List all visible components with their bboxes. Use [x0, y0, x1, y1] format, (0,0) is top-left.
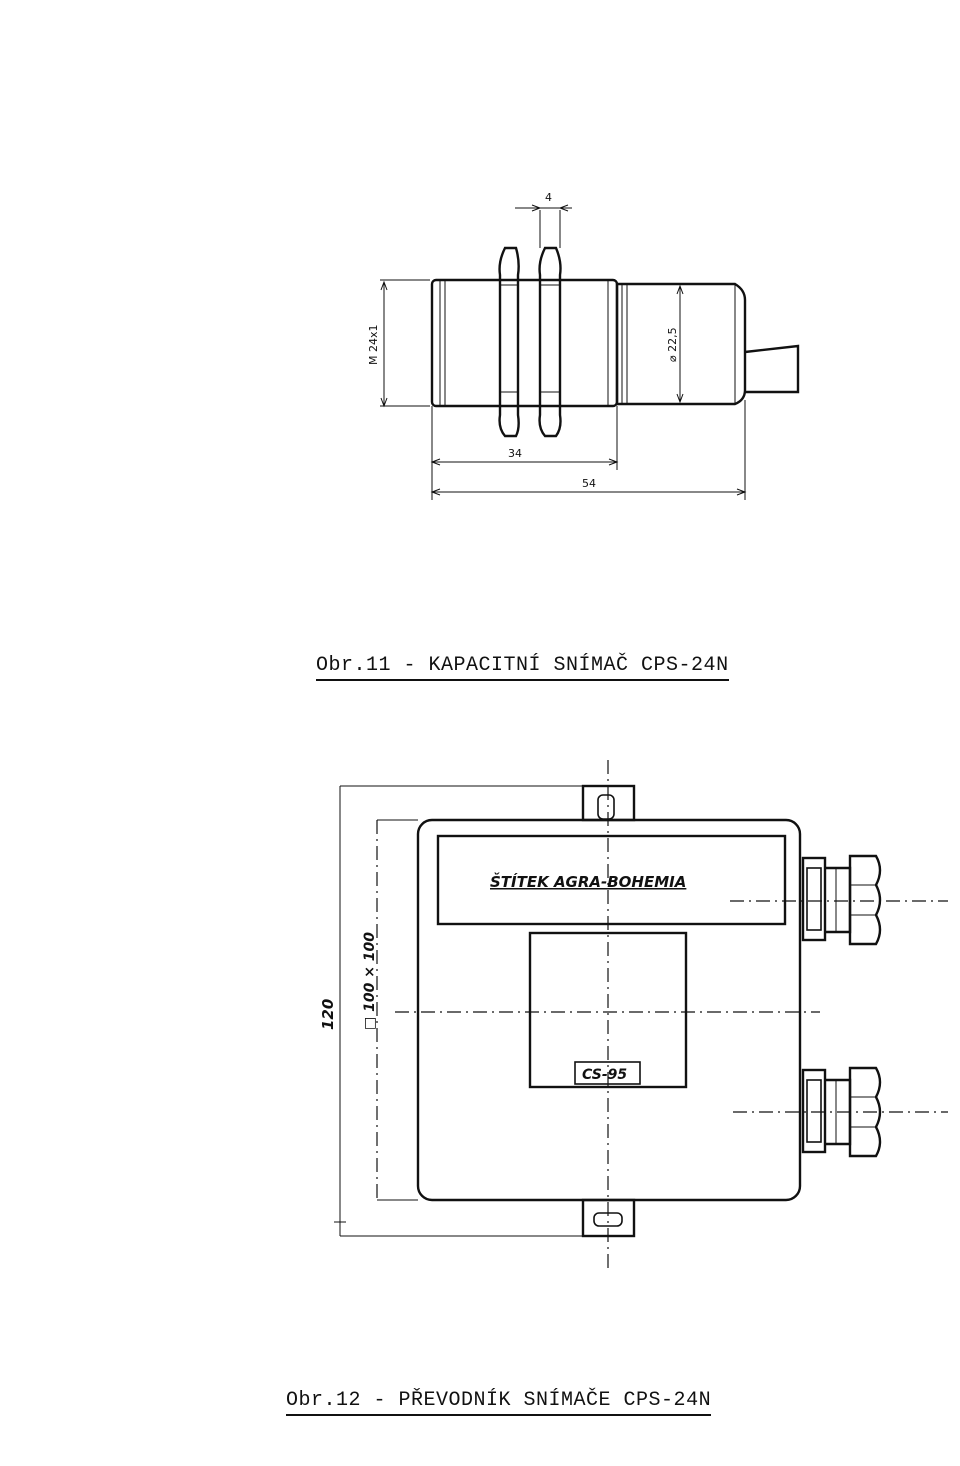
- dim-diameter: [676, 284, 684, 404]
- sensor-nut-1: [498, 246, 520, 438]
- converter-drawing: 120 □ 100 × 100 ŠTÍTEK AGRA-BOHEMIA CS-9…: [319, 760, 948, 1268]
- sensor-cable: [744, 344, 800, 394]
- dim-34: [430, 406, 619, 470]
- dim-100: [376, 819, 418, 1201]
- sensor-thread-body: [430, 278, 619, 408]
- sensor-nut-2: [538, 246, 562, 438]
- model-tag: [574, 1061, 641, 1085]
- converter-box: [416, 818, 802, 1202]
- figure-11-caption: Obr.11 - KAPACITNÍ SNÍMAČ CPS-24N: [316, 654, 729, 681]
- dim-120-label: 120: [319, 999, 337, 1030]
- sensor-rear-housing: [615, 282, 747, 406]
- figure-12-caption: Obr.12 - PŘEVODNÍK SNÍMAČE CPS-24N: [286, 1389, 712, 1416]
- dim-120: [334, 785, 583, 1237]
- cable-gland-upper: [801, 854, 882, 946]
- dim-box-label: □ 100 × 100: [362, 932, 378, 1030]
- dim-thread-label: M 24x1: [367, 325, 380, 366]
- dim-thread: [380, 279, 430, 408]
- sensor-drawing: 4 M 24x1 ⌀ 22,5 34 54: [367, 191, 800, 500]
- dim-diameter-label: ⌀ 22,5: [666, 327, 679, 362]
- label-plate: [436, 834, 787, 926]
- dim-nut-width: [515, 204, 572, 248]
- dim-nut-label: 4: [545, 191, 552, 204]
- inner-panel: [528, 931, 688, 1089]
- dim-54-label: 54: [582, 477, 596, 490]
- dim-34-label: 34: [508, 447, 522, 460]
- model-tag-text: CS-95: [582, 1067, 627, 1083]
- dim-54: [430, 400, 747, 500]
- label-plate-text: ŠTÍTEK AGRA-BOHEMIA: [490, 871, 686, 891]
